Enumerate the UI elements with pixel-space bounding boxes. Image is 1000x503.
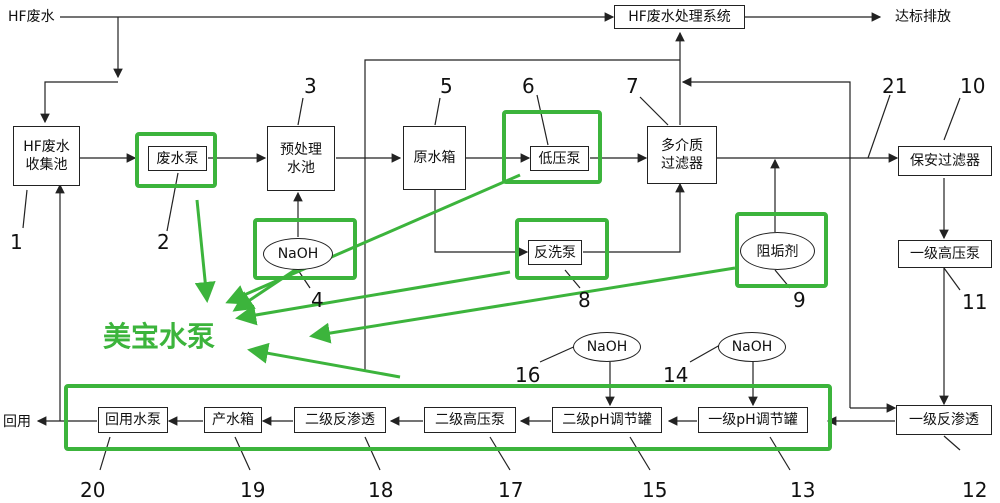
antiscalant-dosing: 阻垢剂 xyxy=(740,232,815,270)
number-3: 3 xyxy=(304,74,317,98)
naoh-dosing-4: NaOH xyxy=(263,238,333,270)
multi-media-filter-box: 多介质 过滤器 xyxy=(647,126,717,184)
highlight-naoh xyxy=(253,218,357,280)
reuse-label: 回用 xyxy=(3,414,31,430)
highlight-low-pump xyxy=(502,110,602,184)
second-ro-box: 二级反渗透 xyxy=(294,407,386,433)
number-16: 16 xyxy=(515,363,541,387)
first-hp-pump-box: 一级高压泵 xyxy=(898,240,992,268)
number-12: 12 xyxy=(962,478,988,502)
second-ph-tank-box: 二级pH调节罐 xyxy=(552,407,662,433)
number-18: 18 xyxy=(368,478,394,502)
number-14: 14 xyxy=(663,363,689,387)
number-8: 8 xyxy=(578,288,591,312)
discharge-label: 达标排放 xyxy=(895,9,951,25)
hf-wastewater-label: HF废水 xyxy=(8,9,55,25)
number-2: 2 xyxy=(157,230,170,254)
number-5: 5 xyxy=(440,74,453,98)
highlight-backwash-pump xyxy=(515,218,609,280)
number-19: 19 xyxy=(240,478,266,502)
low-pressure-pump-box: 低压泵 xyxy=(530,146,589,171)
number-17: 17 xyxy=(498,478,524,502)
brand-label: 美宝水泵 xyxy=(103,320,216,353)
second-hp-pump-box: 二级高压泵 xyxy=(424,407,516,433)
number-9: 9 xyxy=(793,288,806,312)
reuse-pump-box: 回用水泵 xyxy=(98,407,168,433)
highlight-antiscalant xyxy=(735,212,828,288)
naoh-dosing-16: NaOH xyxy=(573,332,641,362)
first-ro-box: 一级反渗透 xyxy=(896,405,992,435)
number-1: 1 xyxy=(10,230,23,254)
backwash-pump-box: 反洗泵 xyxy=(528,240,582,265)
number-7: 7 xyxy=(626,74,639,98)
number-4: 4 xyxy=(311,288,324,312)
security-filter-box: 保安过滤器 xyxy=(898,146,992,176)
raw-tank-box: 原水箱 xyxy=(403,126,466,190)
collection-pool-box: HF废水 收集池 xyxy=(13,126,80,186)
highlight-waste-pump xyxy=(135,132,217,188)
number-6: 6 xyxy=(522,74,535,98)
hf-treatment-system-box: HF废水处理系统 xyxy=(614,5,745,29)
highlight-bottom-train xyxy=(64,384,832,451)
number-13: 13 xyxy=(790,478,816,502)
first-ph-tank-box: 一级pH调节罐 xyxy=(698,407,808,433)
number-15: 15 xyxy=(642,478,668,502)
pretreat-pool-box: 预处理 水池 xyxy=(267,126,335,191)
product-tank-box: 产水箱 xyxy=(204,407,262,433)
number-20: 20 xyxy=(80,478,106,502)
waste-pump-box: 废水泵 xyxy=(148,146,207,171)
number-11: 11 xyxy=(962,290,988,314)
naoh-dosing-14: NaOH xyxy=(718,332,786,362)
number-21: 21 xyxy=(882,74,908,98)
number-10: 10 xyxy=(960,74,986,98)
